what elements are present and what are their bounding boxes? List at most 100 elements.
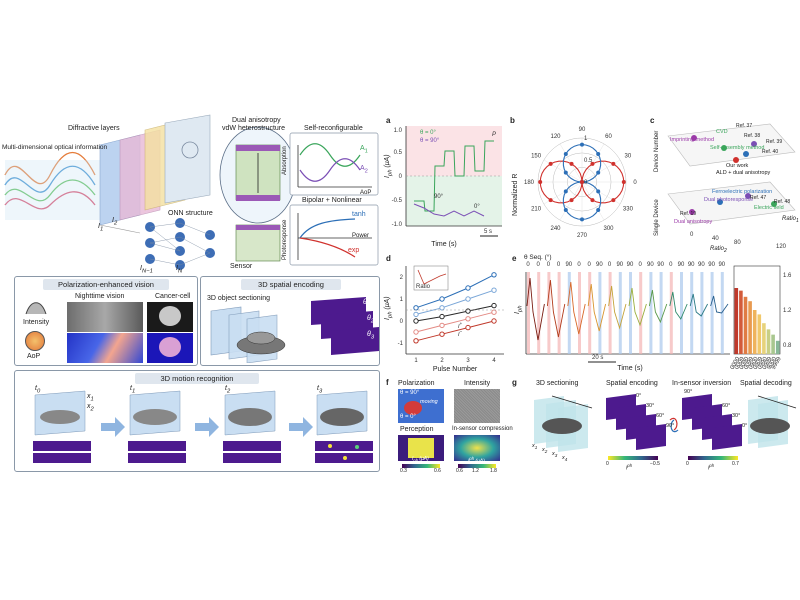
- d-point-1-0: [413, 311, 419, 318]
- f-cb2-tick-1: 1.2: [472, 468, 479, 474]
- d-point-4-1: [439, 331, 445, 337]
- c-ylabel-bottom: Single Device: [654, 199, 660, 236]
- e-bar-3: [748, 301, 752, 354]
- e-seq-1: 0: [537, 262, 541, 268]
- theta3-label: θ3: [367, 331, 375, 341]
- b-point-blue-300: [596, 208, 601, 213]
- e-trace-1: [546, 279, 566, 338]
- nighttime-aop-image: [67, 333, 143, 363]
- e-pulse-4: [567, 272, 571, 354]
- a-scale: 5 s: [484, 229, 492, 235]
- c-item-ald: ALD + dual anisotropy: [716, 170, 771, 176]
- spatial-encoding-title: 3D spatial encoding: [241, 279, 341, 290]
- c-ref-19: Ref. 19: [680, 211, 697, 217]
- e-trace-0: [526, 277, 545, 341]
- in-label: IN: [176, 265, 183, 275]
- cancer-gray-image: [147, 302, 193, 332]
- e-seq-17: 90: [698, 262, 705, 268]
- d-xtick-3: 4: [492, 358, 496, 364]
- c-item-self-assembly: Self-assembly method: [710, 145, 765, 151]
- e-bar-1: [739, 290, 743, 354]
- e-ylabel: Iph: [514, 305, 524, 314]
- c-ref-39: Ref. 39: [766, 139, 783, 145]
- nighttime-gray-image: [67, 302, 143, 332]
- a-ann-0: 0°: [474, 204, 480, 210]
- motion-frame-t3: [315, 390, 373, 463]
- f-intensity-label: Intensity: [464, 380, 491, 387]
- d-point-0-0: [413, 305, 419, 311]
- polarization-vision-panel: Polarization-enhanced vision Nighttime v…: [14, 276, 198, 366]
- b-point-blue-240: [563, 208, 568, 213]
- b-point-blue-120: [563, 151, 568, 156]
- b-point-red-270: [580, 180, 584, 184]
- g-angle-2: 60°: [656, 413, 665, 419]
- c-tick-0: 0: [690, 232, 694, 238]
- g-cb1-label: Iph: [626, 463, 633, 472]
- e-pulse-8: [608, 272, 612, 354]
- b-ylabel: Normalized R: [512, 173, 519, 216]
- f-cb1-label: Iph (μA): [412, 456, 429, 463]
- g-colorbar-1: [608, 456, 658, 460]
- e-seq-label: θ Seq. (°): [524, 254, 552, 261]
- f-moving: moving: [420, 399, 438, 405]
- aop-label: AoP: [27, 353, 41, 360]
- aop-axis-label: AoP: [360, 190, 372, 196]
- schematic-overview: Multi-dimensional optical information Di…: [0, 105, 380, 274]
- t1-label: t1: [130, 385, 136, 395]
- d-xtick-1: 2: [440, 358, 444, 364]
- intensity-icon: [25, 301, 47, 315]
- e-seq-6: 0: [588, 262, 592, 268]
- e-pulse-18: [710, 272, 714, 354]
- g-cb2-tick-0: 0: [686, 461, 689, 467]
- self-reconfigurable-box: [289, 132, 379, 196]
- e-trace-5: [628, 287, 647, 327]
- panel-a-label: a: [386, 116, 391, 125]
- optical-waves: [4, 151, 100, 220]
- g-angle-inv-3: 0°: [742, 423, 748, 429]
- b-point-blue-210: [563, 189, 568, 194]
- b-angle-3: 90: [579, 127, 586, 133]
- c-ratio2: Ratio2: [710, 246, 727, 255]
- e-bar-7: [766, 329, 771, 354]
- b-rtick-0: 0: [584, 180, 588, 186]
- d-ylabel: Iph (μA): [384, 296, 394, 320]
- panel-f-label: f: [386, 378, 389, 387]
- t3-label: t3: [317, 385, 323, 395]
- c-tick-1: 40: [712, 236, 719, 242]
- e-rtick-2: 0.8: [783, 343, 792, 349]
- e-bar-8: [771, 334, 775, 354]
- d-series-1: [415, 289, 495, 315]
- g-decoding-stack: [748, 395, 797, 448]
- d-xlabel: Pulse Number: [433, 366, 478, 373]
- f-polarization-label: Polarization: [398, 380, 435, 387]
- c-item-cvd: CVD: [716, 129, 728, 135]
- e-pulse-2: [547, 272, 551, 354]
- b-point-blue-90: [580, 142, 584, 147]
- g-title-4: Spatial decoding: [740, 380, 792, 387]
- a-ytick-3: -0.5: [392, 198, 403, 204]
- x1-label: x1: [87, 393, 94, 403]
- c-ref-38: Ref. 38: [744, 133, 761, 139]
- d-legend-a: I+: [458, 321, 463, 330]
- theta1-label: θ1: [363, 299, 371, 309]
- d-series-4: [415, 320, 495, 342]
- schematic-svg: [4, 114, 379, 270]
- e-pulse-5: [578, 272, 581, 354]
- cancer-label: Cancer-cell: [155, 293, 191, 300]
- e-rtick-0: 1.6: [783, 273, 792, 279]
- e-bar-4: [752, 310, 757, 354]
- panel-c: c 0 40 80 120 CVD Imprinting method Self…: [650, 116, 799, 256]
- sensor-label: Sensor: [230, 263, 253, 270]
- e-pulse-1: [537, 272, 541, 354]
- b-point-blue-270: [580, 217, 584, 222]
- d-point-3-2: [465, 316, 471, 322]
- f-cb2-tick-0: 0.6: [456, 468, 463, 474]
- optical-info-label: Multi-dimensional optical information: [2, 144, 108, 151]
- e-pulse-19: [720, 272, 724, 354]
- d-series-0: [415, 274, 495, 309]
- spatial-encoding-panel: 3D spatial encoding 3D object sectioning…: [200, 276, 380, 366]
- exp-label: exp: [348, 247, 360, 254]
